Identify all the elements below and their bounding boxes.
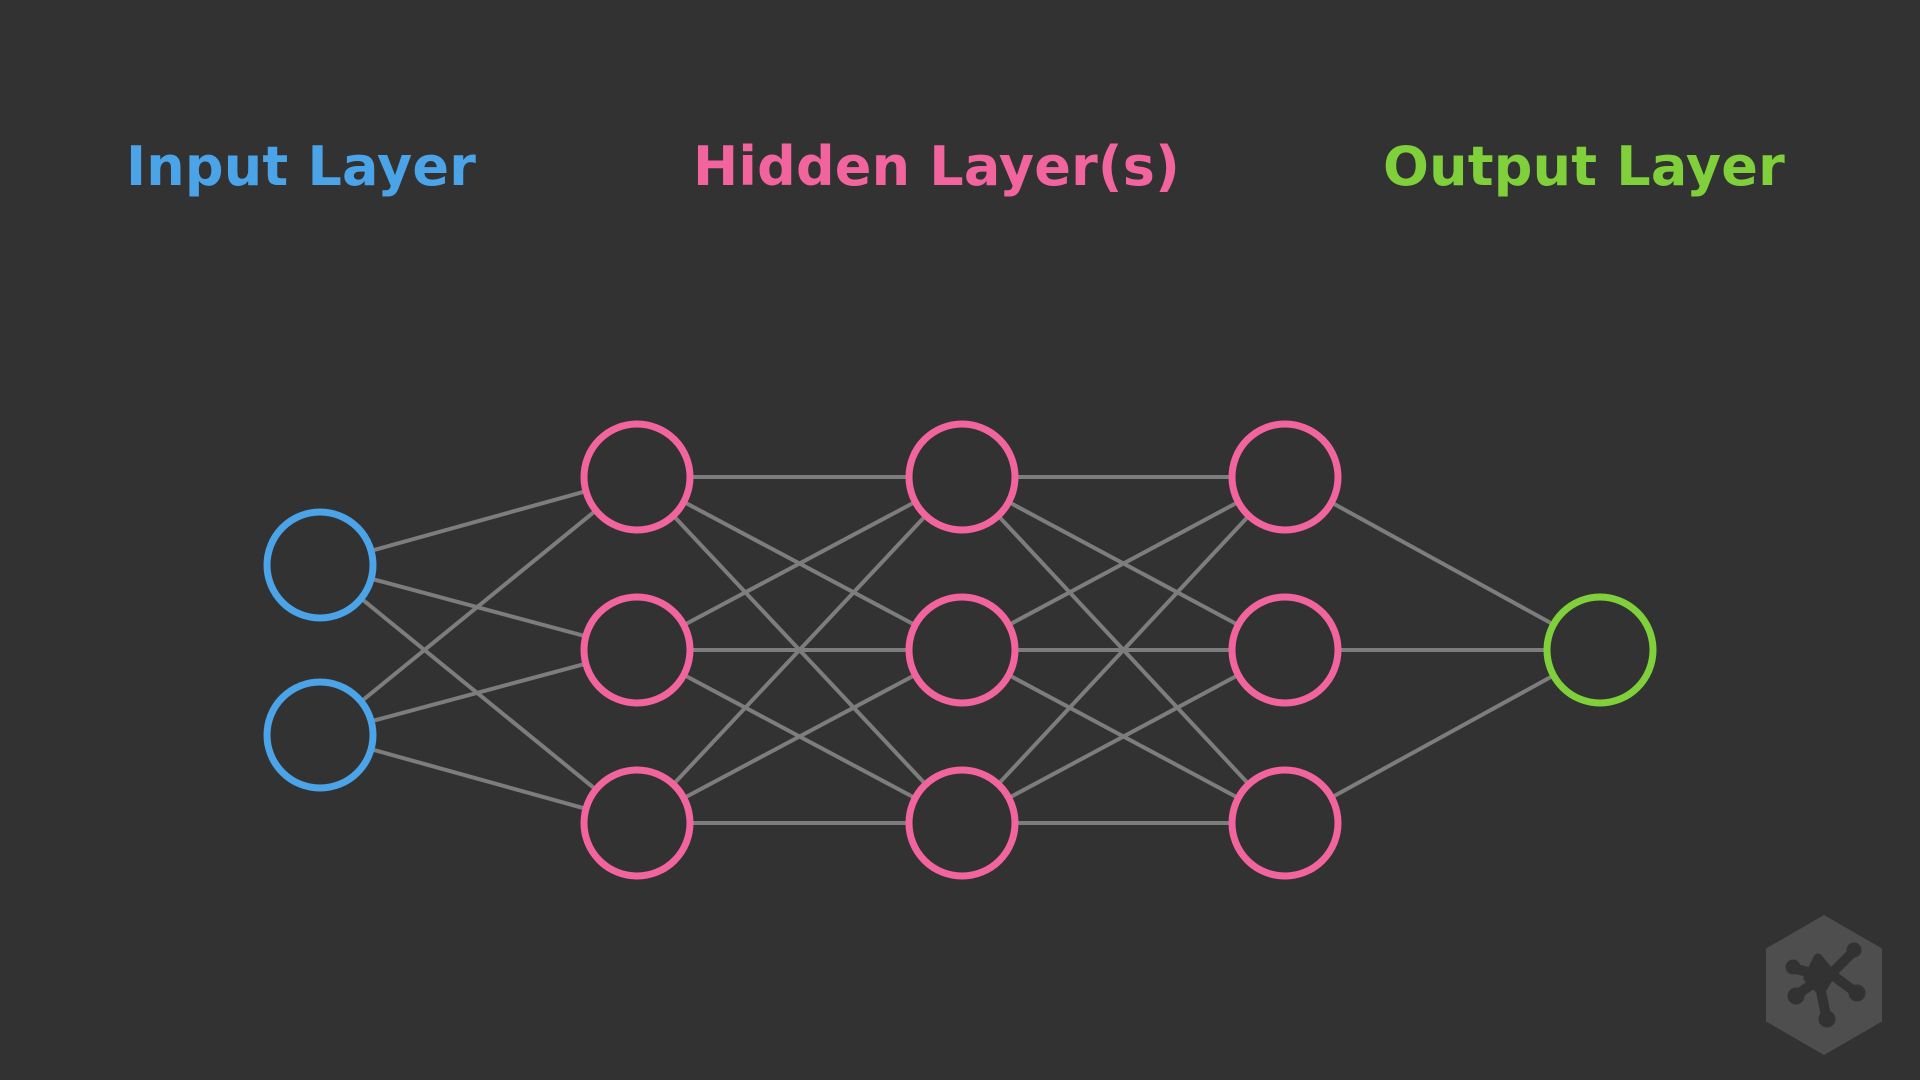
- connection-edge: [671, 513, 928, 787]
- connection-edge: [681, 672, 918, 801]
- connection-edge: [681, 499, 918, 628]
- input-node-i1: [263, 508, 377, 622]
- hidden-layer-label: Hidden Layer(s): [693, 135, 1181, 198]
- hidden2-node-h2_2: [905, 593, 1019, 707]
- connection-edge: [1006, 673, 1241, 800]
- output-layer-label: Output Layer: [1383, 135, 1785, 198]
- connection-edge: [369, 489, 588, 553]
- treehouse-logo-watermark: [1766, 915, 1882, 1055]
- output-node-o1: [1543, 593, 1657, 707]
- hidden1-node-h1_2: [580, 593, 694, 707]
- hidden1-node-h1_1: [580, 420, 694, 534]
- connection-edge: [359, 508, 598, 704]
- hidden3-node-h3_3: [1228, 766, 1342, 880]
- connection-edge: [1006, 500, 1241, 627]
- connection-edge: [996, 513, 1251, 787]
- edges-group: [359, 475, 1556, 825]
- hidden2-node-h2_3: [905, 766, 1019, 880]
- connection-edge: [369, 747, 588, 811]
- hidden3-node-h3_1: [1228, 420, 1342, 534]
- hidden2-node-h2_1: [905, 420, 1019, 534]
- input-layer-label: Input Layer: [126, 135, 477, 198]
- nodes-group: [263, 420, 1657, 880]
- connection-edge: [1329, 673, 1556, 800]
- hidden1-node-h1_3: [580, 766, 694, 880]
- connection-edge: [1329, 500, 1556, 627]
- hidden3-node-h3_2: [1228, 593, 1342, 707]
- connection-edge: [369, 661, 588, 724]
- input-node-i2: [263, 678, 377, 792]
